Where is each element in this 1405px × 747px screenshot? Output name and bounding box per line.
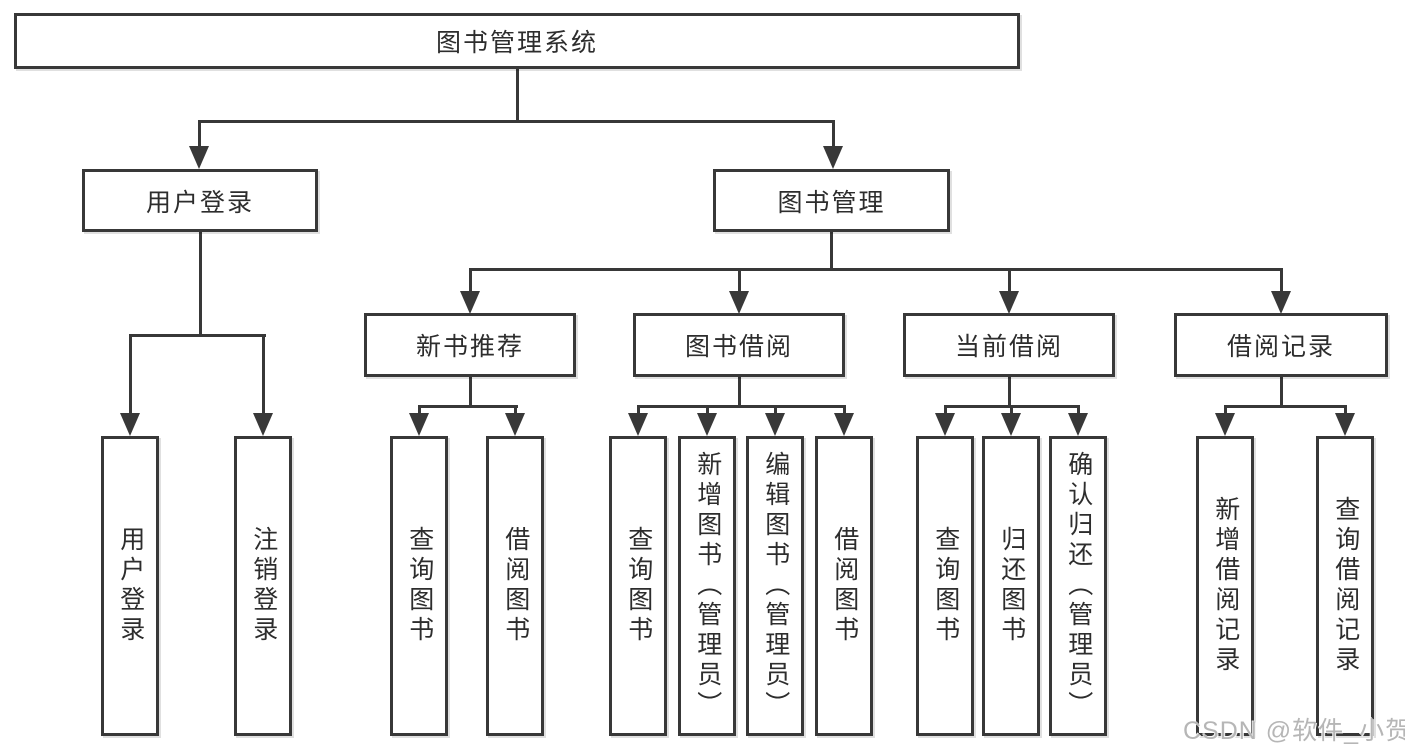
arrow-down-icon (823, 146, 843, 169)
leaf-borrow-books-recommend: 借阅图书 (486, 436, 544, 736)
arrow-down-icon (697, 413, 717, 436)
leaf-query-books-borrowing-label: 查询图书 (624, 526, 653, 646)
leaf-logout-label: 注销登录 (249, 526, 278, 646)
leaf-borrow-books: 借阅图书 (815, 436, 873, 736)
leaf-return-books: 归还图书 (982, 436, 1040, 736)
arrow-down-icon (1001, 413, 1021, 436)
connector-mgmt-stem (830, 232, 833, 271)
connector-current-drop-1 (944, 405, 947, 416)
node-user-login-label: 用户登录 (145, 188, 254, 217)
connector-mgmt-drop-3 (1008, 268, 1011, 295)
arrow-down-icon (729, 291, 749, 314)
node-root-system: 图书管理系统 (14, 13, 1020, 69)
leaf-query-books-recommend: 查询图书 (390, 436, 448, 736)
connector-root-drop-left (198, 120, 201, 148)
connector-recommend-bar (418, 405, 518, 408)
leaf-confirm-return-admin-label: 确认归还（管理员） (1064, 451, 1093, 721)
arrow-down-icon (1271, 291, 1291, 314)
node-root-label: 图书管理系统 (435, 29, 598, 57)
leaf-logout: 注销登录 (234, 436, 292, 736)
connector-borrowing-stem (738, 377, 741, 408)
connector-current-stem (1008, 377, 1011, 408)
arrow-down-icon (120, 413, 140, 436)
arrow-down-icon (460, 291, 480, 314)
connector-login-drop-1 (129, 334, 132, 416)
connector-recommend-drop-2 (514, 405, 517, 416)
connector-records-drop-1 (1224, 405, 1227, 416)
connector-current-drop-3 (1077, 405, 1080, 416)
arrow-down-icon (1068, 413, 1088, 436)
leaf-user-login-label: 用户登录 (116, 526, 145, 646)
node-user-login: 用户登录 (82, 169, 318, 232)
connector-current-drop-2 (1010, 405, 1013, 416)
connector-login-bar (129, 334, 266, 337)
leaf-query-books-recommend-label: 查询图书 (405, 526, 434, 646)
connector-records-bar (1224, 405, 1347, 408)
connector-borrowing-drop-3 (774, 405, 777, 416)
arrow-down-icon (505, 413, 525, 436)
leaf-return-books-label: 归还图书 (997, 526, 1026, 646)
connector-recommend-stem (469, 377, 472, 408)
node-book-borrowing-label: 图书借阅 (684, 333, 793, 361)
connector-mgmt-drop-1 (469, 268, 472, 295)
node-book-management-label: 图书管理 (777, 188, 886, 217)
node-book-management: 图书管理 (713, 169, 950, 232)
arrow-down-icon (1215, 413, 1235, 436)
leaf-borrow-books-recommend-label: 借阅图书 (501, 526, 530, 646)
leaf-confirm-return-admin: 确认归还（管理员） (1049, 436, 1107, 736)
connector-records-drop-2 (1344, 405, 1347, 416)
node-borrowing-records-label: 借阅记录 (1226, 333, 1335, 361)
leaf-query-books-current-label: 查询图书 (931, 526, 960, 646)
connector-records-stem (1280, 377, 1283, 408)
leaf-query-books-current: 查询图书 (916, 436, 974, 736)
arrow-down-icon (189, 146, 209, 169)
connector-borrowing-drop-4 (843, 405, 846, 416)
connector-root-bar (198, 120, 835, 123)
connector-root-drop-right (832, 120, 835, 148)
leaf-borrow-books-label: 借阅图书 (830, 526, 859, 646)
leaf-add-borrow-record: 新增借阅记录 (1196, 436, 1254, 736)
leaf-user-login: 用户登录 (101, 436, 159, 736)
node-current-borrowing-label: 当前借阅 (954, 333, 1063, 361)
leaf-add-books-admin: 新增图书（管理员） (678, 436, 736, 736)
arrow-down-icon (1335, 413, 1355, 436)
leaf-query-books-borrowing: 查询图书 (609, 436, 667, 736)
connector-root-stem (516, 69, 519, 123)
leaf-add-books-admin-label: 新增图书（管理员） (693, 451, 722, 721)
leaf-add-borrow-record-label: 新增借阅记录 (1211, 496, 1240, 676)
arrow-down-icon (999, 291, 1019, 314)
arrow-down-icon (935, 413, 955, 436)
connector-mgmt-drop-2 (738, 268, 741, 295)
leaf-query-borrow-record-label: 查询借阅记录 (1331, 496, 1360, 676)
leaf-edit-books-admin-label: 编辑图书（管理员） (761, 451, 790, 721)
node-book-borrowing: 图书借阅 (633, 313, 845, 377)
node-current-borrowing: 当前借阅 (903, 313, 1115, 377)
node-borrowing-records: 借阅记录 (1174, 313, 1388, 377)
arrow-down-icon (765, 413, 785, 436)
csdn-watermark: CSDN @软件_小贺同学 (1183, 717, 1405, 745)
leaf-query-borrow-record: 查询借阅记录 (1316, 436, 1374, 736)
leaf-edit-books-admin: 编辑图书（管理员） (746, 436, 804, 736)
connector-mgmt-bar (469, 268, 1283, 271)
connector-borrowing-drop-1 (637, 405, 640, 416)
arrow-down-icon (628, 413, 648, 436)
connector-recommend-drop-1 (418, 405, 421, 416)
connector-borrowing-drop-2 (706, 405, 709, 416)
connector-login-drop-2 (262, 334, 265, 416)
connector-borrowing-bar (637, 405, 846, 408)
arrow-down-icon (253, 413, 273, 436)
arrow-down-icon (409, 413, 429, 436)
arrow-down-icon (834, 413, 854, 436)
connector-mgmt-drop-4 (1280, 268, 1283, 295)
connector-login-stem (199, 232, 202, 336)
node-new-book-recommend: 新书推荐 (364, 313, 576, 377)
node-new-book-recommend-label: 新书推荐 (415, 333, 524, 361)
